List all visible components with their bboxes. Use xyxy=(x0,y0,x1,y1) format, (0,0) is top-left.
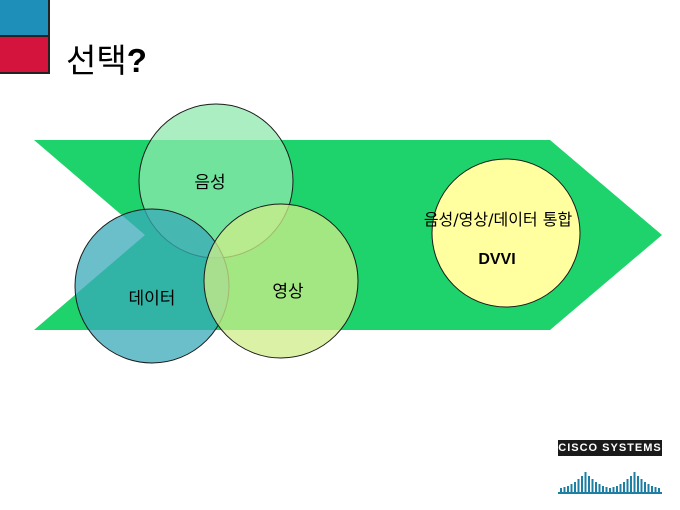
logo-bar xyxy=(560,488,562,492)
logo-baseline xyxy=(558,492,662,494)
logo-bar xyxy=(584,472,587,492)
logo-bar xyxy=(595,482,597,492)
title-question-mark: ? xyxy=(126,42,147,79)
logo-bar xyxy=(609,488,611,492)
slide-title: 선택? xyxy=(66,44,147,77)
logo-bar xyxy=(626,479,629,492)
dvvi-circle xyxy=(431,158,581,308)
logo-bar xyxy=(640,479,643,492)
corner-red-block xyxy=(0,37,50,74)
logo-bar xyxy=(637,476,639,492)
integration-label: 음성/영상/데이터 통합 xyxy=(424,210,573,229)
logo-bar xyxy=(591,479,594,492)
logo-bar xyxy=(598,484,601,492)
dvvi-label: DVVI xyxy=(478,251,515,268)
logo-bar xyxy=(567,486,569,492)
logo-bar xyxy=(602,486,604,492)
voice-label: 음성 xyxy=(194,173,225,193)
title-text: 선택 xyxy=(66,41,127,80)
video-label: 영상 xyxy=(272,282,304,302)
logo-bar xyxy=(605,487,608,492)
logo-bar xyxy=(651,486,653,492)
logo-bar xyxy=(619,484,622,492)
logo-bar xyxy=(574,482,576,492)
cisco-logo-wordmark: CISCO SYSTEMS xyxy=(558,440,662,456)
cisco-bridge-icon xyxy=(558,472,662,494)
logo-bar xyxy=(570,484,573,492)
logo-bar xyxy=(623,482,625,492)
logo-bar xyxy=(633,472,636,492)
logo-bar xyxy=(616,486,618,492)
logo-bar xyxy=(654,487,657,492)
logo-bar xyxy=(630,476,632,492)
corner-teal-block xyxy=(0,0,50,37)
logo-bar xyxy=(577,479,580,492)
video-circle xyxy=(203,203,359,359)
logo-bar xyxy=(581,476,583,492)
logo-bar xyxy=(647,484,650,492)
logo-bar xyxy=(658,488,660,492)
logo-bar xyxy=(644,482,646,492)
logo-bar xyxy=(563,487,566,492)
logo-bar xyxy=(588,476,590,492)
logo-bar xyxy=(612,487,615,492)
data-label: 데이터 xyxy=(129,289,176,309)
